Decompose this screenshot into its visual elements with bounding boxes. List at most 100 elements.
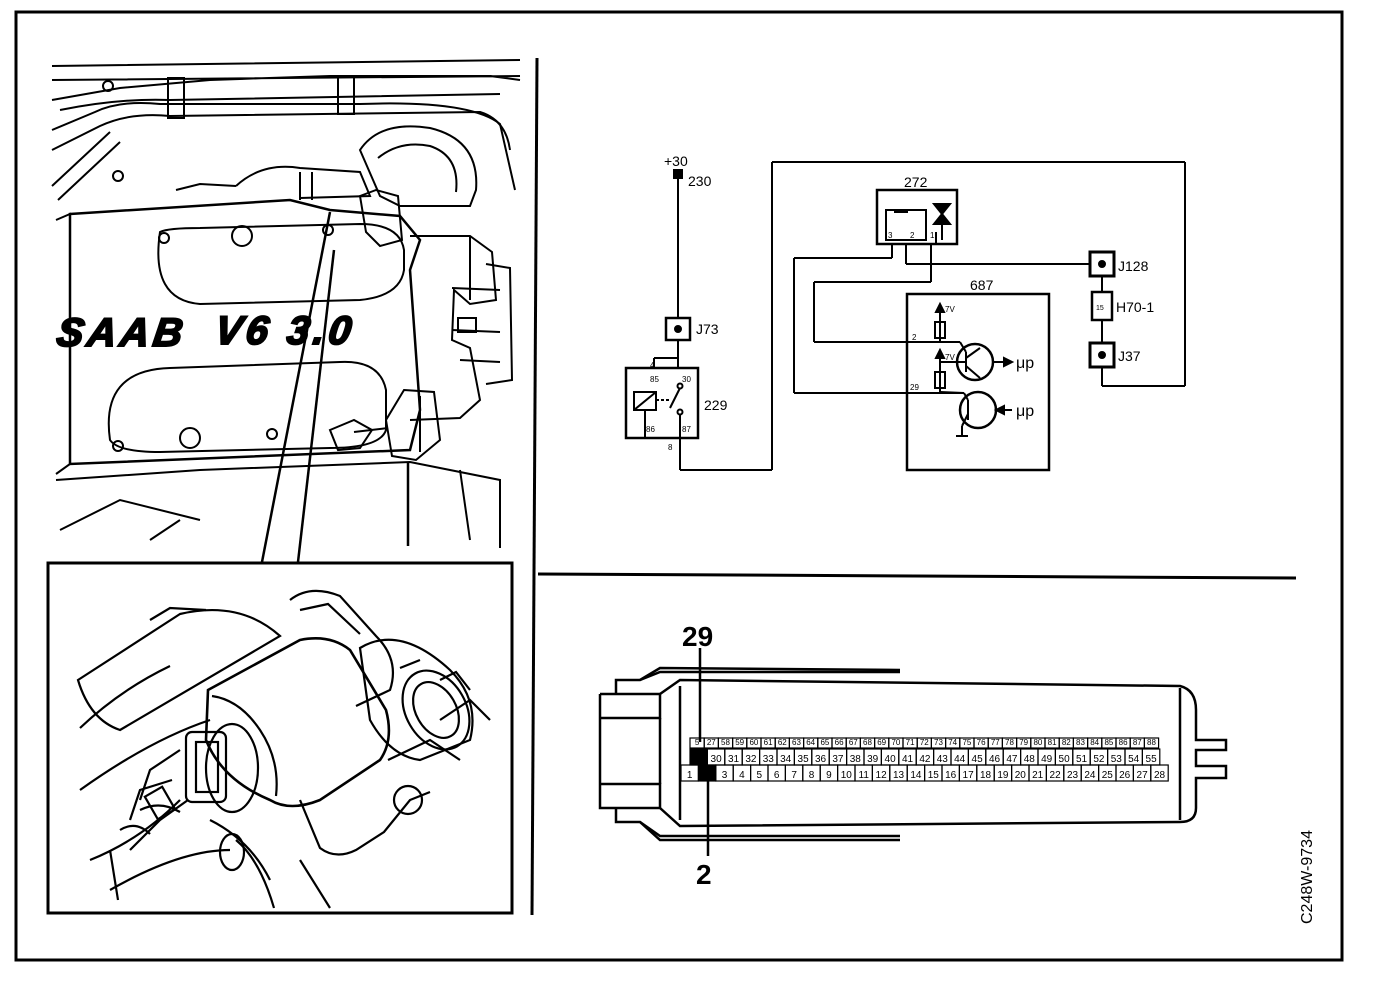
engine-badge-model: V6 3.0 [212, 308, 358, 353]
connector-pin-label: 43 [937, 754, 949, 765]
connector-pin-label: 73 [934, 738, 943, 747]
connector-pin-label: 37 [832, 754, 844, 765]
label-ecu-pin-2: 2 [912, 333, 917, 342]
connector-pin-label: 21 [1032, 770, 1044, 781]
connector-pin-label: 12 [876, 770, 888, 781]
connector-pin-label: 41 [902, 754, 914, 765]
label-j73: J73 [696, 321, 719, 337]
vertical-divider [530, 57, 539, 916]
connector-pin-label: 30 [711, 754, 723, 765]
label-relay-pin-8: 8 [668, 443, 673, 452]
connector-pin-label: 9 [826, 770, 832, 781]
ecu-687-box [905, 292, 1051, 472]
connector-pin-label: 47 [1006, 754, 1018, 765]
detail-frame [46, 561, 514, 915]
connector-pin-label: 49 [1041, 754, 1053, 765]
label-supply-30: +30 [664, 153, 688, 169]
connector-pin-label: 26 [1119, 770, 1131, 781]
label-node-230: 230 [688, 173, 712, 189]
label-pin-2: 2 [696, 859, 712, 890]
connector-pin-label: 28 [1154, 770, 1166, 781]
connector-pin-label: 6 [774, 770, 780, 781]
label-sensor-pin-2: 2 [910, 231, 915, 240]
label-relay-pin-87: 87 [682, 425, 691, 434]
connector-pin-label: 25 [1102, 770, 1114, 781]
connector-pin-label: 85 [1104, 738, 1113, 747]
connector-pin-label: 67 [849, 738, 858, 747]
connector-pin-label: 86 [1119, 738, 1128, 747]
connector-pin-label: 81 [1048, 738, 1057, 747]
connector-pin-label: 34 [780, 754, 792, 765]
idle-valve-detail-illustration [76, 589, 491, 909]
label-relay-pin-4: 4 [650, 361, 655, 370]
connector-pin-label: 46 [989, 754, 1001, 765]
connector-pin-label: 50 [1059, 754, 1071, 765]
connector-pin-label: 8 [809, 770, 815, 781]
connector-pin-label: 74 [948, 738, 957, 747]
connector-pin-label: 88 [1147, 738, 1156, 747]
connector-pin-label: 31 [728, 754, 740, 765]
connector-pin-label: 53 [1111, 754, 1123, 765]
connector-pin-label: 83 [1076, 738, 1085, 747]
connector-pin-label: 45 [972, 754, 984, 765]
connector-pin-label: 33 [763, 754, 775, 765]
connector-pin-label: 5 [695, 738, 700, 747]
connector-pin-label: 60 [749, 738, 758, 747]
connector-pin-label: 39 [867, 754, 879, 765]
connector-pin-label: 40 [885, 754, 897, 765]
label-j128: J128 [1118, 258, 1149, 274]
connector-pin-label: 80 [1033, 738, 1042, 747]
connector-pin-label: 22 [1050, 770, 1062, 781]
connector-pin-label: 16 [945, 770, 957, 781]
connector-pin-label: 44 [954, 754, 966, 765]
label-relay-229: 229 [704, 397, 728, 413]
connector-pin-label: 68 [863, 738, 872, 747]
connector-pin-label: 7 [791, 770, 797, 781]
connector-pin-label: 38 [850, 754, 862, 765]
connector-pin-label: 48 [1024, 754, 1036, 765]
label-h70-1: H70-1 [1116, 299, 1154, 315]
connector-pin-label: 58 [721, 738, 730, 747]
label-ecu-mp-2: μp [1016, 403, 1034, 420]
label-pin-15: 15 [1096, 305, 1104, 312]
label-ecu-pin-29: 29 [910, 383, 919, 392]
label-sensor-pin-1: 1 [930, 231, 935, 240]
connector-pin-label: 5 [757, 770, 763, 781]
connector-pin-label: 17 [963, 770, 975, 781]
connector-pin-label: 72 [920, 738, 929, 747]
outer-frame [14, 10, 1344, 962]
connector-pin-label: 69 [877, 738, 886, 747]
connector-pin-label: 61 [764, 738, 773, 747]
label-ecu-voltage-1: 7V [945, 305, 955, 314]
connector-pin-label: 27 [1137, 770, 1149, 781]
connector-pin-cell [1150, 764, 1169, 782]
connector-pin-label: 20 [1015, 770, 1027, 781]
connector-pin-label: 77 [991, 738, 1000, 747]
label-j37: J37 [1118, 348, 1141, 364]
connector-pin-label: 76 [977, 738, 986, 747]
connector-pin-label: 1 [687, 770, 693, 781]
label-ecu-mp-1: μp [1016, 355, 1034, 372]
connector-pin-label: 23 [1067, 770, 1079, 781]
connector-pin-label: 71 [906, 738, 915, 747]
connector-pin-label: 27 [707, 738, 716, 747]
connector-pin-label: 11 [859, 770, 870, 781]
connector-pin-label: 78 [1005, 738, 1014, 747]
connector-pin-label: 63 [792, 738, 801, 747]
label-ecu-voltage-2: 7V [945, 353, 955, 362]
connector-pin-label: 79 [1019, 738, 1028, 747]
connector-pin-label: 19 [997, 770, 1009, 781]
label-relay-pin-85: 85 [650, 375, 659, 384]
connector-pin-label: 51 [1076, 754, 1088, 765]
horizontal-divider [537, 572, 1297, 580]
label-sensor-272: 272 [904, 174, 928, 190]
connector-pin-label: 87 [1133, 738, 1142, 747]
connector-pin-label: 65 [820, 738, 829, 747]
connector-pin-label: 29 [693, 754, 705, 765]
label-relay-pin-86: 86 [646, 425, 655, 434]
connector-pin-label: 55 [1146, 754, 1158, 765]
label-sensor-pin-3: 3 [888, 231, 893, 240]
connector-pin-label: 75 [962, 738, 971, 747]
label-pin-29: 29 [682, 621, 713, 652]
